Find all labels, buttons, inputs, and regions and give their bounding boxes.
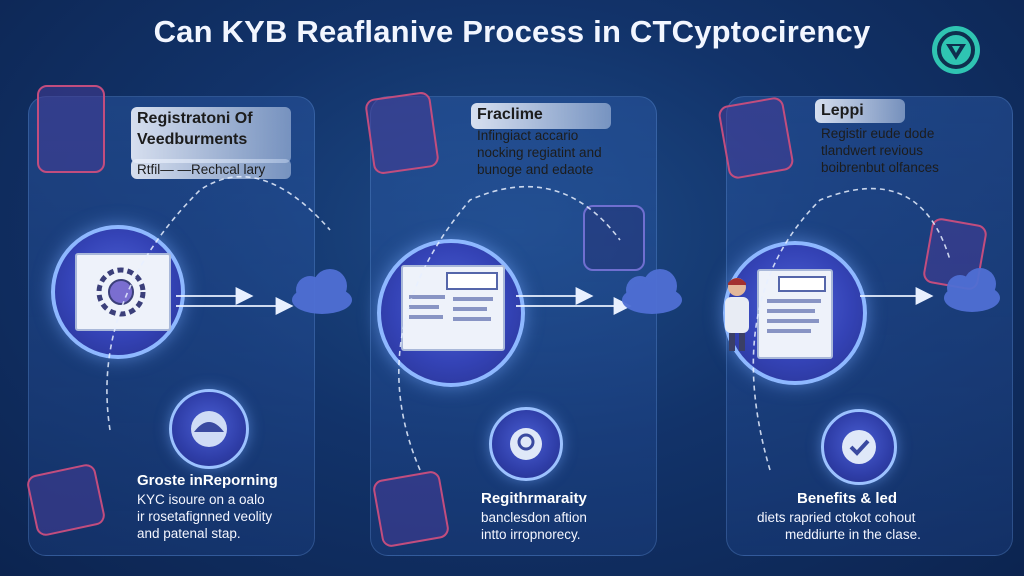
panel-subtext-line-1: Infingiact accario (477, 128, 579, 143)
footer-text-line-1: KYC isoure on a oalo (137, 492, 265, 507)
cloud-icon-2 (622, 269, 682, 314)
footer-title: Regithrmaraity (481, 490, 587, 507)
security-gear-icon (75, 253, 171, 331)
heading-box (131, 107, 291, 163)
subtext-box (131, 159, 291, 179)
step-panel-3: Leppi Registir eude dode tlandwert revio… (717, 95, 1013, 556)
heading-box (471, 103, 611, 129)
dashboard-icon (401, 265, 505, 351)
person-icon (717, 275, 757, 353)
shield-check-icon (821, 409, 897, 485)
shield-icon (37, 85, 105, 173)
footer-text-line-2: intto irropnorecy. (481, 527, 581, 542)
panel-subtext-line-2: nocking regiatint and (477, 145, 602, 160)
panel-heading: Fraclime (477, 106, 543, 123)
footer-text-line-1: diets rapried ctokot cohout (757, 510, 916, 525)
document-screen-icon (757, 269, 833, 359)
footer-text-line-3: and patenal stap. (137, 526, 241, 541)
connector-loop-2 (398, 185, 621, 471)
footer-title: Benefits & led (797, 490, 898, 507)
shield-lock-icon (583, 205, 645, 271)
page-title: Can KYB Reaflanive Process in CTCyptocir… (153, 14, 871, 49)
footer-text-line-1: banclesdon aftion (481, 510, 587, 525)
cloud-icon-1 (292, 269, 352, 314)
brand-logo-icon (932, 26, 980, 74)
connector-loop-3 (752, 187, 951, 471)
panel-subtext-line-1: Registir eude dode (821, 126, 935, 141)
footer-text-line-2: meddiurte in the clase. (785, 527, 921, 542)
footer-title: Groste inReporning (137, 472, 278, 489)
panel-heading-line-2: Veedburments (137, 131, 248, 148)
panel-subtext-line-3: bunoge and edaote (477, 162, 594, 177)
heading-box (815, 99, 905, 123)
panel-subtext-line-1: Rtfil— —Rechcal lary (137, 162, 266, 177)
panel-subtext-line-3: boibrenbut olfances (821, 160, 939, 175)
badge-icon (489, 407, 563, 481)
footer-text-line-2: ir rosetafignned veolity (137, 509, 273, 524)
helmet-icon (169, 389, 249, 469)
panel-heading: Leppi (821, 102, 864, 119)
cloud-icon-3 (944, 268, 1000, 312)
panel-subtext-line-2: tlandwert revious (821, 143, 924, 158)
connector-loop-1 (106, 175, 331, 431)
step-panel-1: Registratoni Of Veedburments Rtfil— —Rec… (25, 85, 315, 556)
panel-heading-line-1: Registratoni Of (137, 110, 253, 127)
step-panel-2: Fraclime Infingiact accario nocking regi… (364, 90, 657, 556)
